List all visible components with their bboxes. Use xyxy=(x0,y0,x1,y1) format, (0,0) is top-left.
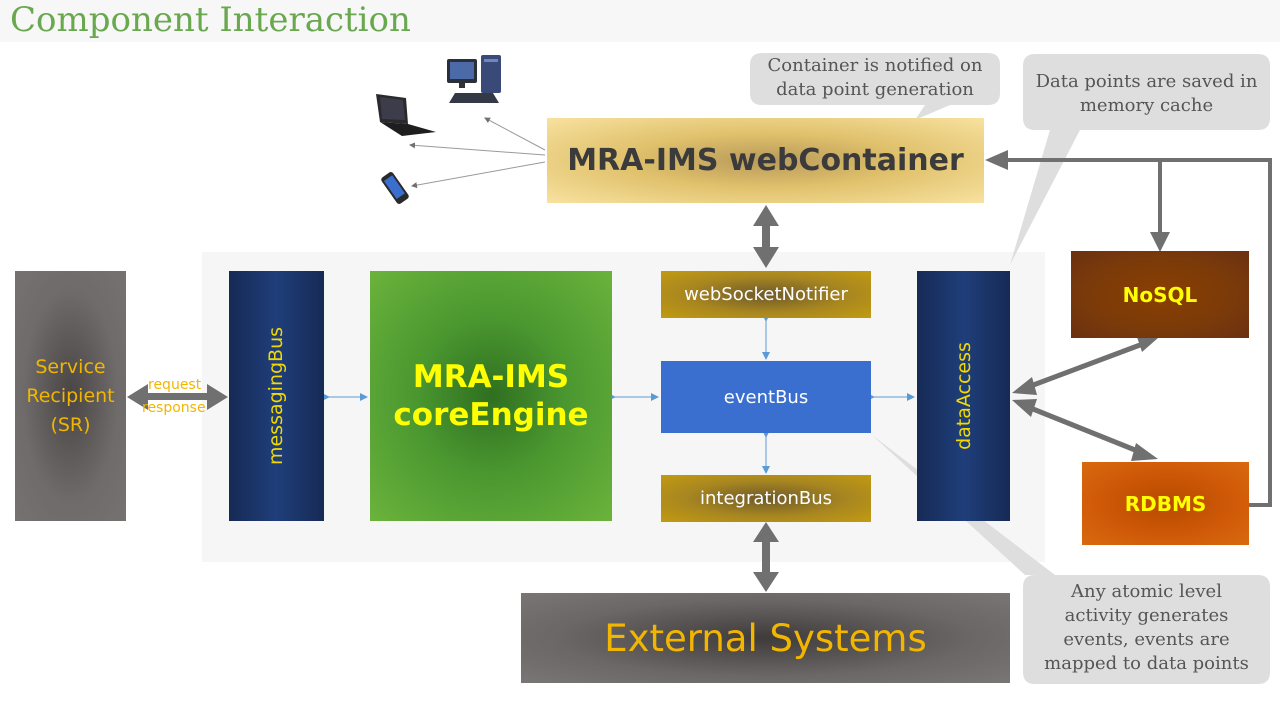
thick-arrows xyxy=(127,205,779,592)
mobile-phone-icon xyxy=(381,172,409,204)
callout-events: Any atomic level activity generates even… xyxy=(1025,580,1268,676)
web-socket-notifier-box: webSocketNotifier xyxy=(661,271,871,318)
messaging-bus-label: messagingBus xyxy=(265,326,288,466)
core-engine-line2: coreEngine xyxy=(393,397,589,433)
event-bus-label: eventBus xyxy=(723,386,809,408)
sr-line3: (SR) xyxy=(50,413,91,436)
web-socket-notifier-label: webSocketNotifier xyxy=(684,284,848,305)
nosql-box: NoSQL xyxy=(1071,251,1249,338)
web-container-box: MRA-IMS webContainer xyxy=(547,118,984,203)
rdbms-box: RDBMS xyxy=(1082,462,1249,545)
data-access-box: dataAccess xyxy=(917,271,1010,521)
sr-line1: Service xyxy=(35,355,106,378)
service-recipient-box: Service Recipient (SR) xyxy=(15,271,126,521)
callout-events-shape xyxy=(872,435,1270,684)
messaging-bus-box: messagingBus xyxy=(229,271,324,521)
nosql-label: NoSQL xyxy=(1122,282,1198,307)
rdbms-label: RDBMS xyxy=(1124,491,1207,516)
external-systems-box: External Systems xyxy=(521,593,1010,683)
callout-container-shape xyxy=(750,53,1000,120)
callout-container-line2: data point generation xyxy=(776,79,974,100)
integration-bus-box: integrationBus xyxy=(661,475,871,522)
callout-container-line1: Container is notified on xyxy=(767,55,983,76)
callout-events-line3: events, events are xyxy=(1063,629,1230,650)
callout-cache-shape xyxy=(1010,54,1270,265)
core-engine-box: MRA-IMS coreEngine xyxy=(370,271,612,521)
web-container-label: MRA-IMS webContainer xyxy=(567,143,964,178)
request-label: request xyxy=(148,377,202,393)
sr-line2: Recipient xyxy=(26,384,115,407)
core-engine-line1: MRA-IMS xyxy=(412,359,570,395)
callout-events-line1: Any atomic level xyxy=(1071,581,1222,602)
title-band xyxy=(0,0,1280,42)
system-panel xyxy=(202,252,1045,562)
data-access-label: dataAccess xyxy=(952,342,975,450)
response-label: response xyxy=(142,400,206,416)
callout-events-line2: activity generates xyxy=(1064,605,1229,626)
callout-cache: Data points are saved in memory cache xyxy=(1025,70,1268,118)
laptop-icon xyxy=(376,94,436,136)
desktop-computer-icon xyxy=(447,55,501,103)
integration-bus-label: integrationBus xyxy=(699,488,832,509)
page-title: Component Interaction xyxy=(10,0,411,40)
external-systems-label: External Systems xyxy=(604,616,927,660)
event-bus-box: eventBus xyxy=(661,361,871,433)
callout-cache-line2: memory cache xyxy=(1079,95,1214,116)
callout-cache-line1: Data points are saved in xyxy=(1035,71,1258,92)
callout-events-line4: mapped to data points xyxy=(1044,653,1249,674)
callout-container: Container is notified on data point gene… xyxy=(752,54,998,102)
